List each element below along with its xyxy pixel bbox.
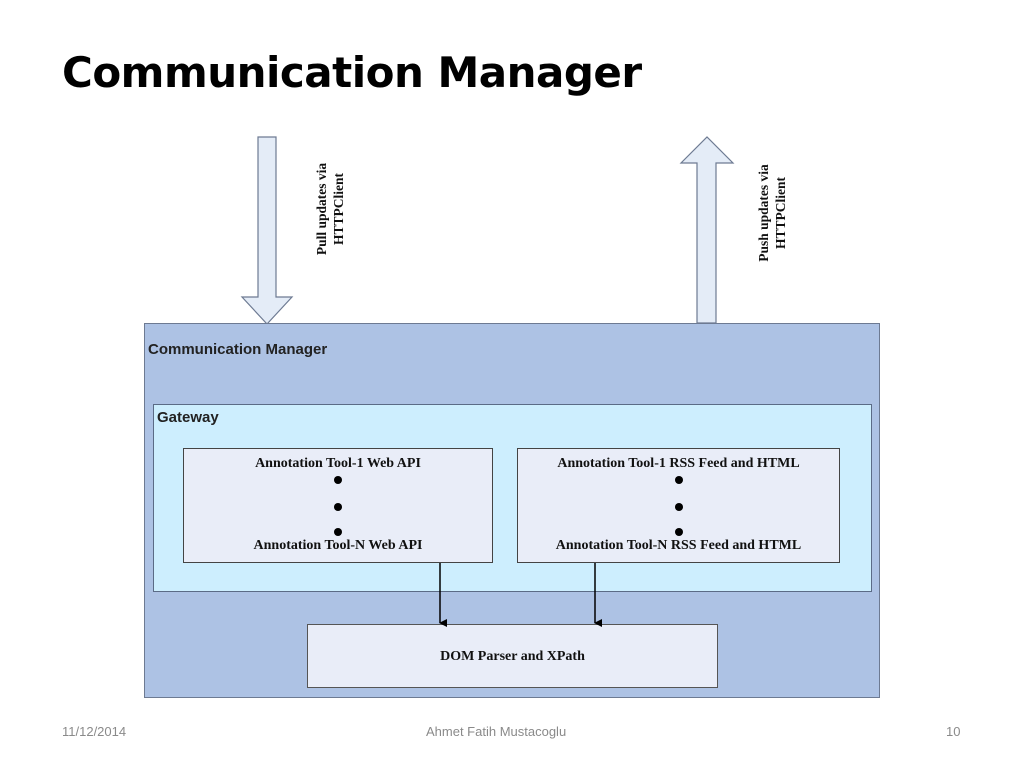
web-api-tool-1-label: Annotation Tool-1 Web API	[255, 456, 421, 471]
footer-page-number: 10	[946, 724, 961, 739]
footer-date: 11/12/2014	[62, 724, 127, 739]
ellipsis-dot	[674, 528, 683, 536]
rss-tool-1-label: Annotation Tool-1 RSS Feed and HTML	[557, 456, 800, 471]
ellipsis-dot	[334, 476, 342, 484]
rss-feed-box: Annotation Tool-1 RSS Feed and HTML Anno…	[517, 448, 840, 563]
gateway-label: Gateway	[157, 409, 219, 426]
ellipsis-dot	[674, 503, 683, 511]
dom-parser-box: DOM Parser and XPath	[307, 624, 718, 688]
pull-arrow	[240, 136, 294, 325]
web-api-box: Annotation Tool-1 Web API Annotation Too…	[183, 448, 493, 563]
footer-author: Ahmet Fatih Mustacoglu	[426, 724, 567, 739]
dom-parser-label: DOM Parser and XPath	[440, 649, 585, 664]
web-api-tool-n-label: Annotation Tool-N Web API	[253, 538, 423, 553]
rss-tool-n-label: Annotation Tool-N RSS Feed and HTML	[555, 538, 802, 553]
ellipsis-dot	[674, 476, 683, 484]
communication-manager-label: Communication Manager	[148, 341, 328, 358]
push-arrow	[679, 136, 735, 324]
slide-title: Communication Manager	[62, 48, 642, 97]
ellipsis-dot	[334, 528, 342, 536]
ellipsis-dot	[334, 503, 342, 511]
